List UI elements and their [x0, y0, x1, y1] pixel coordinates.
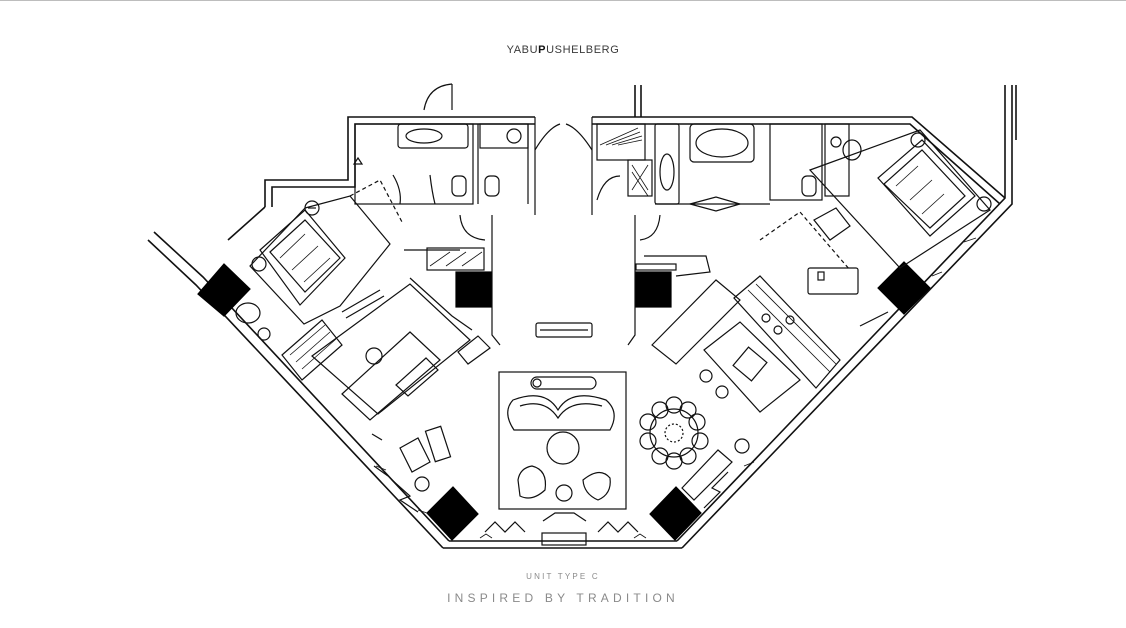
window-ticks [375, 237, 977, 539]
entry-corridor [423, 83, 661, 346]
right-bedroom [759, 129, 992, 327]
left-living [311, 249, 491, 513]
unit-type-label: UNIT TYPE C [526, 572, 600, 581]
dining-set [639, 396, 709, 470]
top-divider [0, 0, 1126, 1]
outer-walls [147, 85, 1017, 549]
left-bathroom [352, 123, 529, 205]
left-bedroom [235, 179, 403, 341]
brand-part-1: YABU [506, 44, 539, 56]
brand-part-2: P [538, 44, 547, 56]
central-living [484, 371, 639, 546]
brand-logo: YABUPUSHELBERG [0, 44, 1126, 56]
brand-part-3: USHELBERG [546, 44, 620, 56]
tagline: INSPIRED BY TRADITION [447, 591, 679, 605]
right-kitchen [635, 255, 841, 509]
left-closet [281, 247, 485, 381]
right-bathroom [596, 123, 862, 212]
structural-columns [197, 261, 931, 541]
